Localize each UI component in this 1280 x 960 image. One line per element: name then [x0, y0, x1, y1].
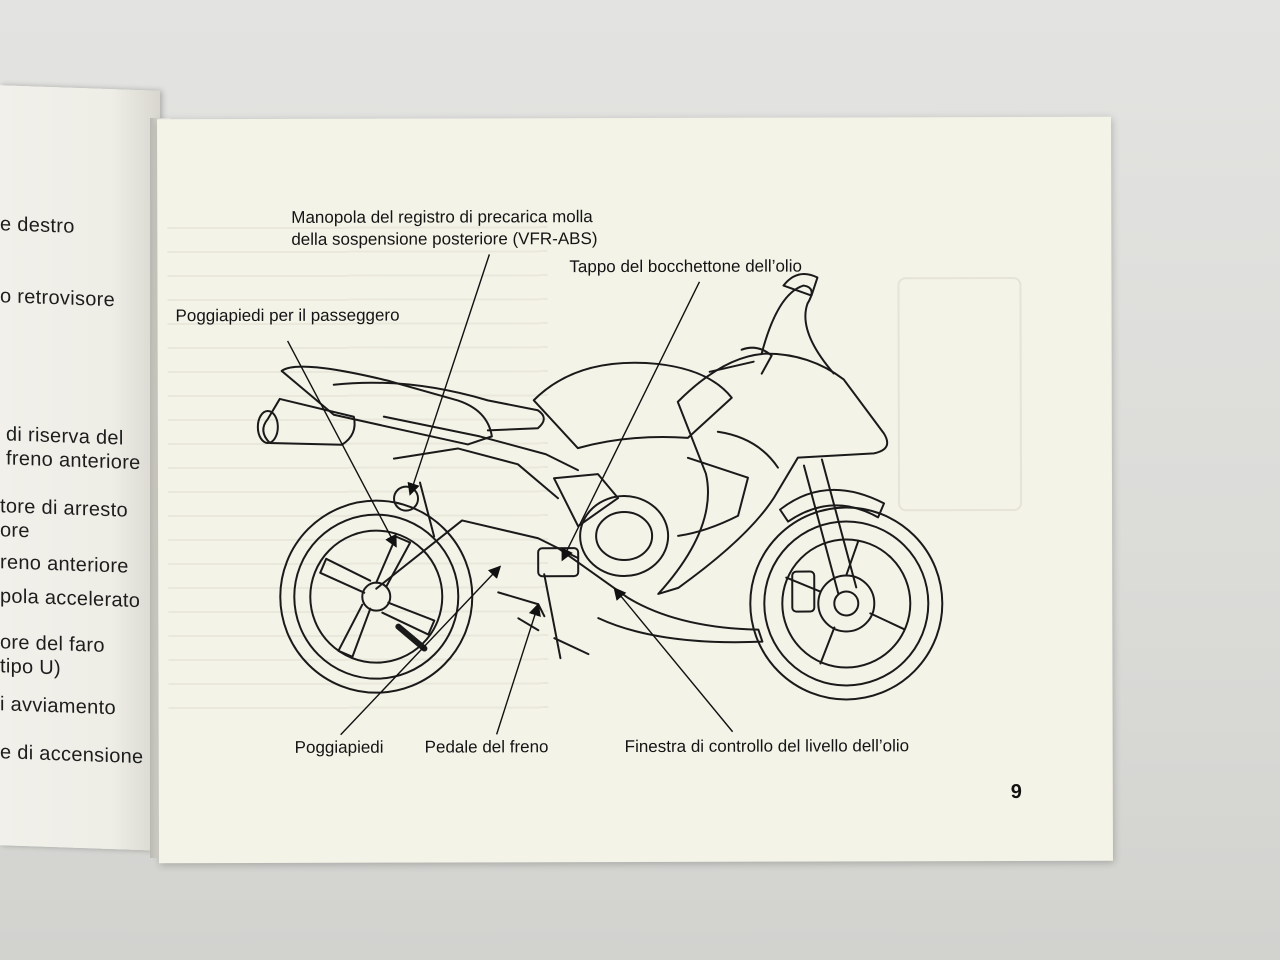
left-page: e destro o retrovisore di riserva del fr…	[0, 85, 160, 851]
left-page-line: ore del faro	[0, 631, 105, 657]
rear-shock	[418, 481, 436, 538]
engine	[537, 473, 670, 578]
front-fork	[802, 458, 858, 595]
label-brake-pedal: Pedale del freno	[424, 737, 549, 757]
mirror	[782, 272, 819, 297]
label-oil-window: Finestra di controllo del livello dell’o…	[624, 736, 910, 757]
left-page-line: i avviamento	[0, 693, 116, 720]
label-preload-line1: Manopola del registro di precarica molla	[291, 207, 593, 227]
label-footrest: Poggiapiedi	[294, 737, 384, 757]
motorcycle-diagram	[256, 254, 944, 736]
left-page-line: o retrovisore	[0, 285, 116, 312]
brake-pedal-shape	[497, 591, 546, 618]
right-page: Manopola del registro di precarica molla…	[157, 116, 1113, 864]
handlebar	[708, 346, 773, 375]
left-page-line: e di accensione	[0, 741, 144, 769]
front-wheel	[749, 506, 944, 701]
left-page-line: e destro	[0, 213, 75, 238]
front-fender	[779, 488, 886, 523]
fuel-tank	[532, 361, 733, 450]
left-page-line: tipo U)	[0, 655, 62, 680]
leader-oil-cap	[561, 281, 701, 562]
front-fairing	[657, 352, 889, 595]
leader-passenger-footrest	[286, 340, 397, 548]
rear-wheel	[279, 499, 474, 694]
seat	[332, 381, 545, 432]
left-page-line: di riserva del	[6, 423, 124, 450]
leader-oil-window	[613, 587, 734, 733]
label-passenger-footrest: Poggiapiedi per il passeggero	[175, 305, 400, 326]
leader-footrest	[340, 565, 502, 736]
side-stand	[543, 573, 590, 660]
label-preload-line2: della sospensione posteriore (VFR-ABS)	[291, 229, 598, 249]
windscreen	[760, 284, 835, 375]
leader-preload	[407, 254, 491, 496]
left-page-line: tore di arresto	[0, 495, 128, 522]
left-page-line: freno anteriore	[6, 447, 141, 475]
left-page-line: ore	[0, 519, 30, 543]
left-page-line: reno anteriore	[0, 551, 129, 578]
left-page-line: pola accelerato	[0, 585, 141, 613]
tail-section	[280, 365, 493, 446]
leader-brake-pedal	[495, 603, 541, 735]
page-number: 9	[1010, 780, 1022, 804]
lower-fairing	[557, 547, 764, 644]
label-oil-cap: Tappo del bocchettone dell’olio	[569, 256, 802, 277]
